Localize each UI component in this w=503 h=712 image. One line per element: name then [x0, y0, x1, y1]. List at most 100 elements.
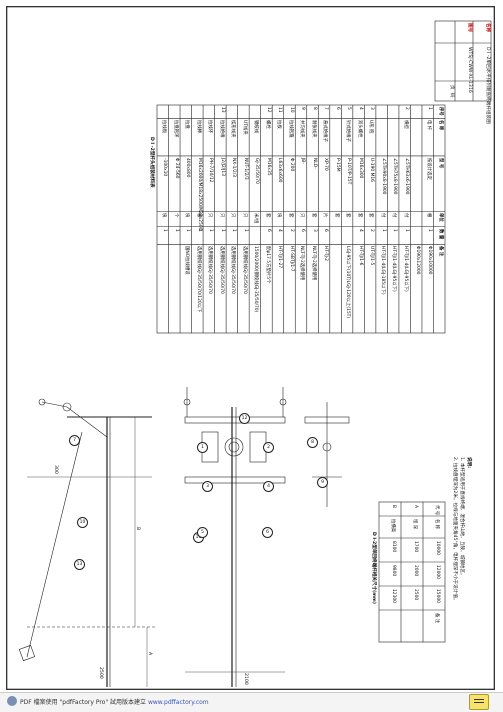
part-callout-balloon: 7	[69, 435, 80, 446]
materials-cell: 套	[356, 213, 362, 218]
pdf-footer-message: PDF 檔案使用 "pdfFactory Pro" 試用版本建立	[20, 699, 147, 706]
materials-cell: 选用钢绞线GJ-35/50/70	[241, 246, 247, 295]
materials-cell: 1	[242, 228, 248, 232]
dim-a-label: A	[147, 652, 152, 656]
materials-cell: 米/组	[253, 213, 259, 224]
materials-cell: 套	[345, 213, 351, 218]
notes-heading: 说明:	[466, 457, 471, 469]
dim-b-label: B	[135, 527, 140, 531]
dims-cell: 12300	[391, 589, 396, 603]
materials-cell: HT-SBTJ/1-7	[288, 246, 294, 273]
materials-cell: 拉盘	[184, 120, 190, 130]
drawing-canvas	[6, 6, 495, 690]
materials-cell: 拉盘抱环	[172, 120, 178, 138]
pdf-footer-link[interactable]: www.pdffactory.com	[147, 699, 209, 706]
dims-cell: 1700	[413, 541, 418, 553]
dims-cell: B	[391, 505, 396, 509]
materials-cell: 1500/2000(钢绞线GJ-35/50/70)	[253, 246, 259, 313]
materials-cell: 块	[161, 213, 167, 218]
materials-cell: P-15M	[334, 157, 340, 172]
materials-cell: 拉线抱箍	[287, 120, 293, 138]
page-label: 页	[449, 85, 454, 90]
materials-cell: 400x800	[185, 157, 191, 178]
dim-2500-label: 2500	[98, 667, 103, 679]
materials-cell: 耐张线夹	[310, 120, 316, 138]
dims-header-cell: 备 注	[434, 613, 439, 624]
materials-cell: Φ190x12000	[415, 246, 421, 275]
part-callout-balloon: 4	[263, 481, 274, 492]
materials-cell: 选用钢绞线GJ-35/50/70	[230, 246, 236, 295]
pdffactory-icon	[7, 696, 17, 706]
materials-cell: M16x300	[357, 157, 363, 179]
materials-cell: 拉线环	[207, 120, 213, 134]
part-callout-balloon: 5	[197, 527, 208, 538]
materials-cell: LGJ-95以下(10T)LGJ-120以上(15T)	[345, 246, 351, 319]
materials-cell: 电 杆	[425, 120, 431, 131]
note-item: 1. 本杆型适用于直线终端、混合杆山地、丘陵、城镇地区。	[459, 457, 464, 578]
materials-cell: Φ190x10000	[426, 246, 432, 275]
materials-cell: U-190 M16	[369, 157, 375, 182]
side-elevation-view	[18, 416, 157, 687]
materials-cell: 6	[265, 228, 271, 232]
materials-cell: 套	[264, 213, 270, 218]
materials-cell: GJ-35/50/70	[254, 157, 260, 184]
materials-cell: 只	[218, 213, 224, 218]
part-callout-balloon: 2	[263, 442, 274, 453]
part-callout-balloon: 10	[77, 517, 88, 528]
materials-cell: NLT-TJ-2选择使用	[299, 246, 305, 281]
pdf-footer-bar	[0, 692, 503, 712]
materials-cell: 只	[230, 213, 236, 218]
materials-cell: 针式绝缘子	[345, 120, 351, 143]
materials-cell: 国NO拉线槽设	[184, 246, 190, 276]
materials-cell: 1	[380, 228, 386, 232]
materials-cell: HT-TJ/1-6	[357, 246, 363, 266]
materials-cell: Φ 24-560	[173, 157, 179, 179]
materials-cell: 根	[195, 213, 201, 218]
materials-cell: 9	[300, 107, 306, 110]
materials-cell: 1	[426, 228, 432, 232]
materials-cell: 拉板	[276, 120, 282, 130]
code-label: 码	[449, 93, 454, 98]
dims-cell: 9800	[391, 565, 396, 577]
dims-cell: A	[413, 505, 418, 509]
materials-cell: 1	[219, 228, 225, 232]
materials-header-cell: 名 称	[437, 120, 443, 131]
materials-cell: M16x35	[265, 157, 271, 176]
materials-cell: 1	[185, 228, 191, 232]
materials-cell: 按设计选定	[425, 157, 431, 180]
pdf-footer-text: PDF 檔案使用 "pdfFactory Pro" 試用版本建立 www.pdf…	[20, 697, 209, 706]
drawing-no-value: WTSJ-CWW-XL-13	[467, 47, 472, 87]
materials-cell: 块	[184, 213, 190, 218]
dims-cell: 拉横高	[390, 519, 395, 533]
materials-cell: 钢绞线	[253, 120, 259, 134]
dims-table-title: D I-2型单回终端杆相关尺寸(mm)	[371, 532, 376, 604]
plan-view	[304, 402, 350, 507]
materials-cell: 套	[310, 213, 316, 218]
materials-cell: Φ 200	[288, 157, 294, 172]
dims-cell: 8100	[391, 541, 396, 553]
materials-cell: 根	[425, 213, 431, 218]
dims-cell: 2000	[413, 565, 418, 577]
materials-cell: 1	[403, 228, 409, 232]
materials-cell: L63x6x600	[277, 157, 283, 183]
materials-cell: 片	[322, 213, 328, 218]
materials-cell: 拉线棒	[195, 120, 201, 134]
materials-cell: HT-TJ-2	[323, 246, 329, 262]
materials-cell: XP-70	[323, 157, 329, 171]
materials-cell: 选用钢绞线GJ-35/50/70	[207, 246, 213, 295]
materials-cell: 只	[299, 213, 305, 218]
materials-cell: 1	[208, 228, 214, 232]
materials-cell: 10	[288, 107, 294, 113]
materials-cell: 6	[334, 107, 340, 110]
materials-cell: ∠5TH75x8-1900	[392, 157, 398, 195]
drawing-no-label: 图号	[467, 23, 472, 33]
materials-cell: 配φ17.5方垫片5个	[264, 246, 270, 284]
materials-cell: 横担	[402, 120, 408, 130]
materials-cell: P-10T/P-15T	[346, 157, 352, 185]
materials-cell: 2	[288, 228, 294, 232]
materials-cell: 个	[172, 213, 178, 218]
materials-cell: 3	[369, 107, 375, 110]
notes-menu-button[interactable]	[469, 694, 489, 710]
materials-cell: 套	[333, 213, 339, 218]
materials-header-cell: 型 号	[437, 157, 443, 169]
